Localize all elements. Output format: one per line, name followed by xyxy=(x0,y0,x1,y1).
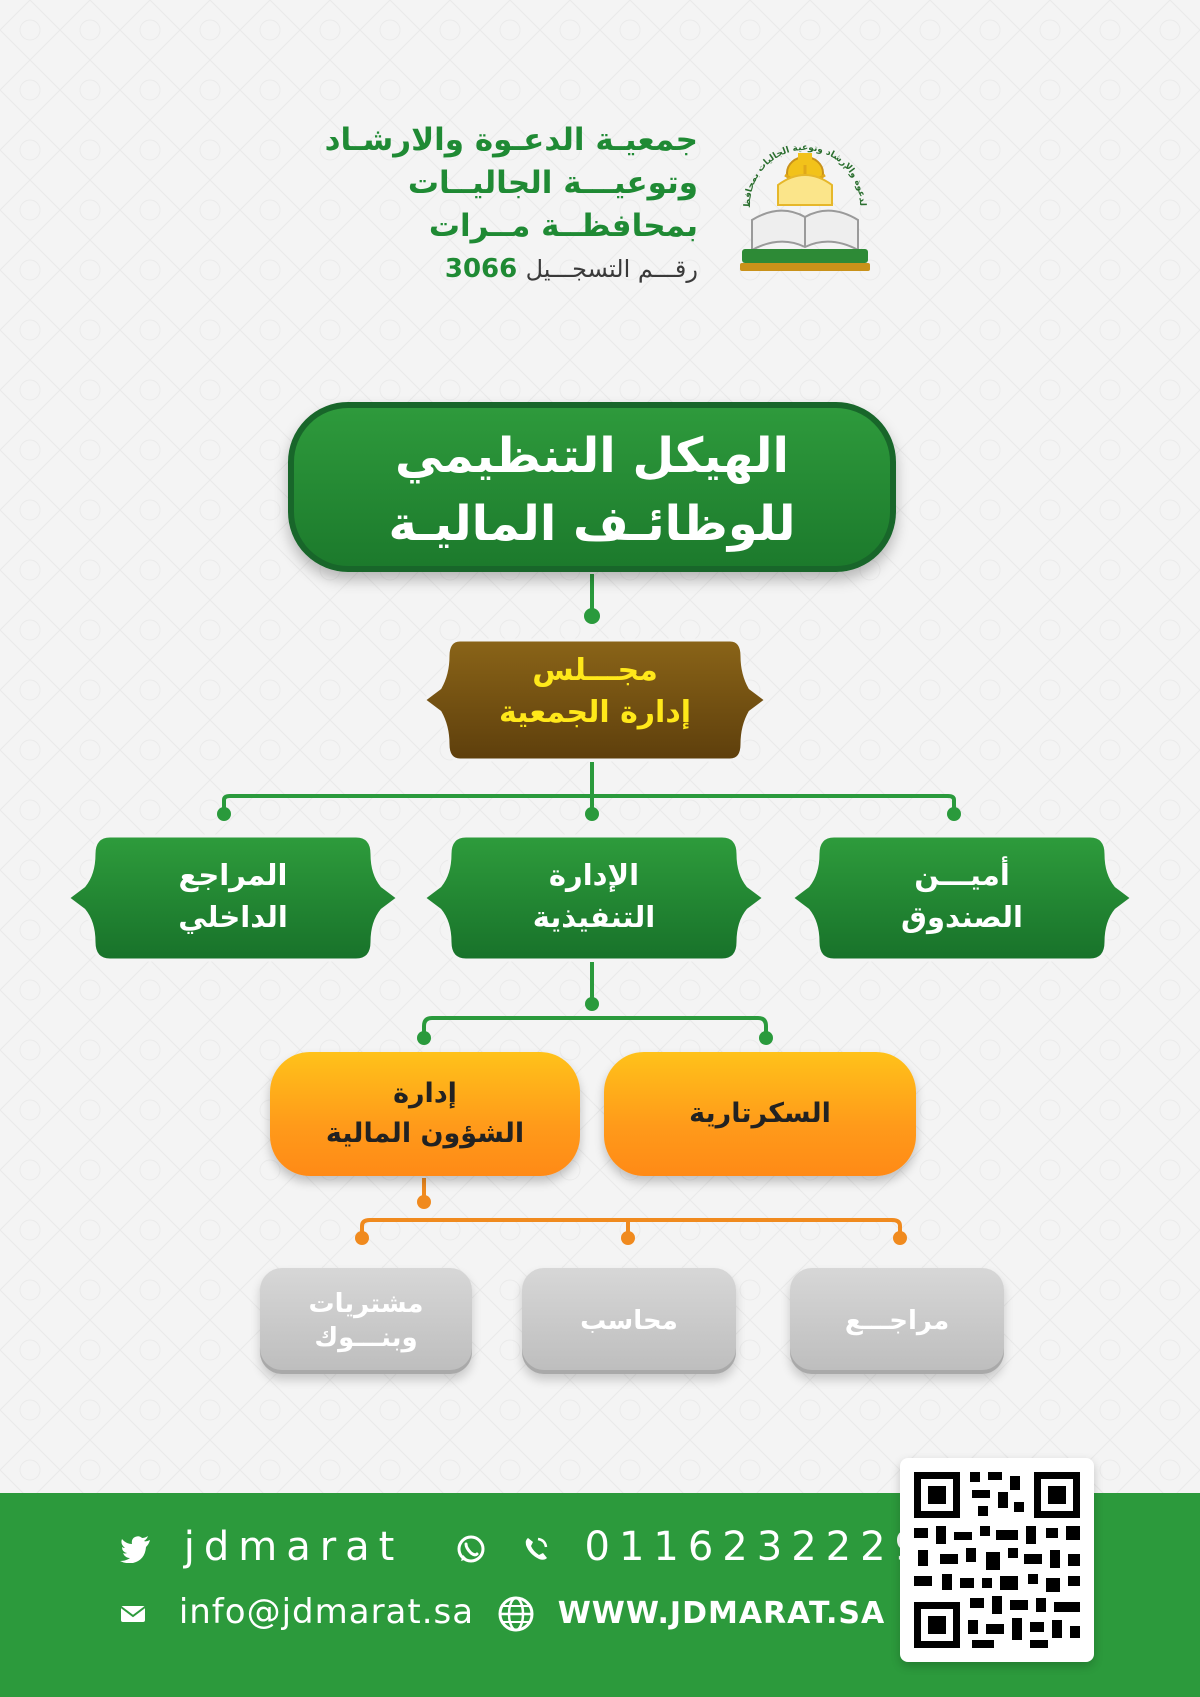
auditor-line2: الداخلي xyxy=(178,900,288,934)
registration-number: 3066 xyxy=(444,254,518,284)
phone-icon[interactable] xyxy=(521,1534,551,1564)
purchasing-line1: مشتريات xyxy=(308,1289,424,1319)
treasurer-shape xyxy=(789,834,1135,962)
twitter-icon[interactable] xyxy=(120,1535,152,1564)
auditor-shape xyxy=(65,834,401,962)
contact-row-1: jdmarat 0116232229 xyxy=(120,1524,929,1570)
email-icon[interactable] xyxy=(120,1604,146,1624)
secretariat-node: السكرتارية xyxy=(604,1052,916,1176)
executive-line1: الإدارة xyxy=(548,858,640,892)
accountant-node: محاسب xyxy=(522,1268,736,1374)
org-name-line1: جمعيـة الدعـوة والارشـاد xyxy=(324,122,698,158)
reviewer-node: مراجـــع xyxy=(790,1268,1004,1374)
chart-title-box: الهيكل التنظيمي للوظائـف الماليـة xyxy=(288,402,896,572)
accountant-label: محاسب xyxy=(580,1306,678,1336)
registration-label: رقـــم التسجـــيل xyxy=(525,255,698,283)
twitter-handle[interactable]: jdmarat xyxy=(183,1524,404,1570)
email-address[interactable]: info@jdmarat.sa xyxy=(178,1592,475,1632)
contact-row-2: info@jdmarat.sa WWW.JDMARAT.SA xyxy=(120,1592,885,1633)
treasurer-line2: الصندوق xyxy=(901,900,1023,934)
registration: رقـــم التسجـــيل 3066 xyxy=(0,254,698,284)
executive-node: الإدارة التنفيذية xyxy=(450,854,738,938)
board-node: مجـــلس إدارة الجمعية xyxy=(440,650,750,734)
finance-line2: الشؤون المالية xyxy=(325,1118,525,1149)
secretariat-label: السكرتارية xyxy=(689,1098,831,1129)
executive-line2: التنفيذية xyxy=(532,900,656,934)
level2-shapes xyxy=(65,834,1135,962)
executive-shape xyxy=(421,834,767,962)
org-logo: جمعية الدعوة والإرشاد وتوعية الجاليات بم… xyxy=(730,125,870,271)
chart-title-line1: الهيكل التنظيمي xyxy=(395,428,789,484)
board-line2: إدارة الجمعية xyxy=(498,695,692,730)
auditor-node: المراجع الداخلي xyxy=(94,854,372,938)
org-name-line3: بمحافظــة مــرات xyxy=(428,208,698,244)
qr-code-graphic xyxy=(914,1472,1080,1648)
auditor-line1: المراجع xyxy=(178,858,288,892)
purchasing-line2: وبنـــوك xyxy=(314,1323,418,1353)
org-name-line2: وتوعيـــة الجاليــات xyxy=(407,165,698,201)
purchasing-node: مشتريات وبنـــوك xyxy=(260,1268,472,1374)
website-url[interactable]: WWW.JDMARAT.SA xyxy=(557,1596,886,1631)
finance-line1: إدارة xyxy=(393,1078,457,1109)
treasurer-line1: أميـــن xyxy=(914,858,1010,892)
treasurer-node: أميـــن الصندوق xyxy=(818,854,1106,938)
whatsapp-icon[interactable] xyxy=(455,1533,487,1565)
board-line1: مجـــلس xyxy=(532,653,658,688)
phone-number[interactable]: 0116232229 xyxy=(584,1524,929,1570)
reviewer-label: مراجـــع xyxy=(844,1306,950,1336)
finance-node: إدارة الشؤون المالية xyxy=(270,1052,580,1176)
chart-title-line2: للوظائـف الماليـة xyxy=(388,496,796,552)
board-shape xyxy=(421,638,769,762)
globe-icon[interactable] xyxy=(497,1595,535,1633)
qr-code[interactable] xyxy=(900,1458,1094,1662)
